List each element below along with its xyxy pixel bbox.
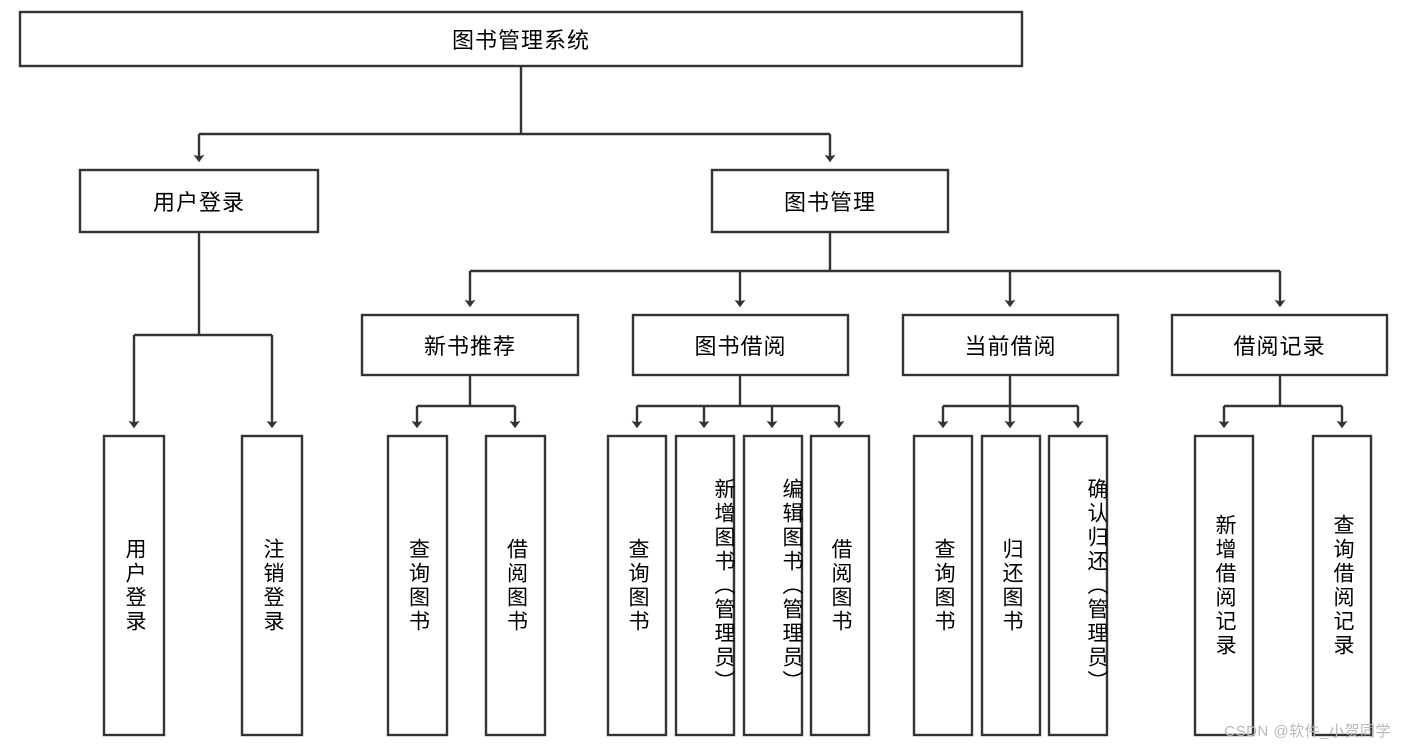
leaf-book-borrow-3-box[interactable] [809,434,871,737]
connector-new-book-to-leaves [411,375,521,429]
leaf-new-book-1-box[interactable] [484,434,547,737]
node-borrow-record-box[interactable] [1170,313,1389,377]
leaf-current-borrow-2-box[interactable] [1047,434,1109,737]
node-root-box[interactable] [18,10,1024,68]
leaf-borrow-record-1-box[interactable] [1311,434,1373,737]
leaf-current-borrow-1-box[interactable] [980,434,1042,737]
node-new-book-box[interactable] [360,313,580,377]
leaf-new-book-0-box[interactable] [386,434,449,737]
node-user-login-box[interactable] [78,168,320,234]
leaf-user-login-0-box[interactable] [102,434,166,737]
connector-borrow-record-to-leaves [1218,375,1348,429]
leaf-book-borrow-0-box[interactable] [606,434,668,737]
connector-current-borrow-to-leaves [937,375,1084,429]
watermark-text: CSDN @软件_小贺同学 [1224,723,1391,740]
connector-book-mgmt-to-level3 [464,232,1286,308]
node-book-borrow-box[interactable] [631,313,850,377]
connector-root-to-level2 [193,66,836,163]
node-current-borrow-box[interactable] [901,313,1120,377]
leaf-book-borrow-2-box[interactable] [742,434,804,737]
leaf-current-borrow-0-box[interactable] [912,434,974,737]
leaf-book-borrow-1-box[interactable] [674,434,736,737]
leaf-borrow-record-0-box[interactable] [1193,434,1255,737]
connector-user-login-to-leaves [128,232,278,429]
connector-book-borrow-to-leaves [631,375,845,429]
leaf-user-login-1-box[interactable] [240,434,304,737]
node-book-mgmt-box[interactable] [710,168,950,234]
